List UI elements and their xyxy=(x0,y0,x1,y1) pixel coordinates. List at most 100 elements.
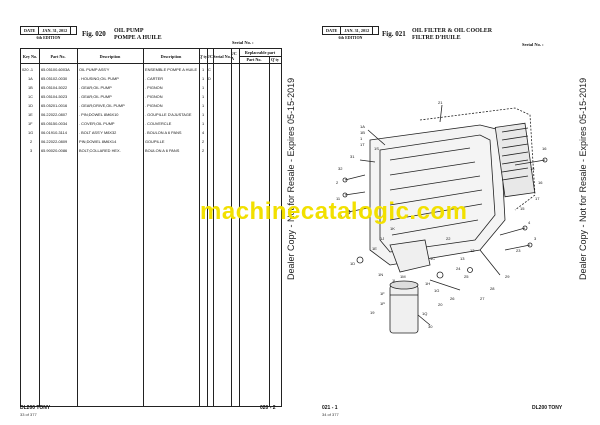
serial-label: Serial No. : xyxy=(232,40,254,45)
callout-label: 4 xyxy=(528,220,531,225)
cell-desc: . PIN;DOWEL 8M6X10 xyxy=(79,112,119,117)
edition-label: 6th EDITION xyxy=(338,35,363,40)
cell-qty: 2 xyxy=(202,148,205,153)
table-row: 1E 06.22022-0807 . PIN;DOWEL 8M6X10 . GO… xyxy=(21,111,281,118)
cell-part: 65.05102-0030 xyxy=(41,76,68,81)
table-row: 1G 06.01910-3114 . BOLT ASS'Y M8X32 . BO… xyxy=(21,129,281,136)
cell-desc: BOLT;COLLARED HEX. xyxy=(79,148,121,153)
figure-title: OIL FILTER & OIL COOLER FILTRE D'HUILE xyxy=(412,28,492,42)
dealer-notice-left: Dealer Copy - Not for Resale - Expires 0… xyxy=(286,77,296,280)
cell-key: 1D xyxy=(28,103,33,108)
date-box: DATE JAN. 31, 2012 6th EDITION xyxy=(20,26,77,40)
oil-filter-cooler-diagram: 1A 1B 1 1T 31 32 1S 2 11 14 21 1K 1J 1E … xyxy=(336,100,548,334)
callout-label: 1S xyxy=(374,146,379,151)
column-divider xyxy=(199,49,200,406)
callout-label: 25 xyxy=(464,274,469,279)
table-row: 1F 65.05150-0034 . COVER;OIL PUMP . COUV… xyxy=(21,120,281,127)
callout-label: 27 xyxy=(480,296,485,301)
column-divider xyxy=(239,49,240,406)
cell-part: 65.05104-5023 xyxy=(41,94,68,99)
cell-key: 1E xyxy=(28,112,33,117)
cell-part: 65.90020-0086 xyxy=(41,148,68,153)
cell-ic: C xyxy=(208,67,211,72)
callout-label: 14 xyxy=(338,214,343,219)
callout-label: 16 xyxy=(542,146,547,151)
callout-label: 1G xyxy=(434,288,439,293)
callout-label: 2 xyxy=(336,180,339,185)
column-divider xyxy=(207,49,208,406)
cell-qty: 1 xyxy=(202,67,205,72)
callout-label: 1L xyxy=(392,278,397,283)
header-key-no: Key No. xyxy=(22,53,38,59)
cell-key: 1G xyxy=(28,130,34,135)
callout-label: 24 xyxy=(456,266,461,271)
table-row: 3 65.90020-0086 BOLT;COLLARED HEX. BOULO… xyxy=(21,147,281,154)
cell-qty: 1 xyxy=(202,94,205,99)
cell-desc: . BOLT ASS'Y M8X32 xyxy=(79,130,117,135)
callout-label: 1J xyxy=(380,236,384,241)
cell-part: 06.22022-0807 xyxy=(41,112,68,117)
cell-qty: 1 xyxy=(202,121,205,126)
callout-label: 1C xyxy=(430,256,435,261)
figure-number: Fig. 020 xyxy=(82,30,106,38)
diagram-drawing xyxy=(342,104,548,334)
cell-desc-fr: GOUPILLE xyxy=(145,139,165,144)
callout-label: 1M xyxy=(400,274,406,279)
header-qty: Q'ty xyxy=(199,53,207,59)
column-divider xyxy=(143,49,144,406)
column-divider xyxy=(269,56,270,406)
footer-page-number: 021 - 1 xyxy=(322,405,338,411)
title-french: FILTRE D'HUILE xyxy=(412,35,461,41)
column-divider xyxy=(213,49,214,406)
table-row: 2 06.22022-0809 PIN;DOWEL 8M6X14 GOUPILL… xyxy=(21,138,281,145)
cell-part: 65.05100-6003A xyxy=(41,67,70,72)
cell-desc: . COVER;OIL PUMP xyxy=(79,121,115,126)
right-catalog-page: DATE JAN. 31, 2012 6th EDITION Fig. 021 … xyxy=(300,0,600,425)
header-replaceable: Replaceable part xyxy=(244,50,276,55)
cell-desc-fr: ENSEMBLE POMPE A HUILE xyxy=(145,67,198,72)
title-english: OIL FILTER & OIL COOLER xyxy=(412,28,493,34)
cell-desc-fr: . PIGNON xyxy=(145,103,163,108)
title-english: OIL PUMP xyxy=(114,28,144,34)
callout-label: 22 xyxy=(446,236,451,241)
cell-part: 65.05201-0016 xyxy=(41,103,68,108)
date-box: DATE JAN. 31, 2012 6th EDITION xyxy=(322,26,379,40)
callout-label: 1F xyxy=(380,291,385,296)
callout-label: 1H xyxy=(425,281,430,286)
diagram-callouts: 1A 1B 1 1T 31 32 1S 2 11 14 21 1K 1J 1E … xyxy=(336,100,547,329)
cell-desc: . GEAR;OIL PUMP xyxy=(79,94,112,99)
footer-page-number: 020 - 2 xyxy=(260,405,276,411)
cell-qty: 1 xyxy=(202,103,205,108)
cell-part: 65.05150-0034 xyxy=(41,121,68,126)
cell-key: 1B xyxy=(28,85,33,90)
footer-page-count: 34 of 377 xyxy=(322,412,339,417)
callout-label: 12 xyxy=(470,248,475,253)
cell-key: 020 -1 xyxy=(22,67,34,72)
table-row: 1C 65.05104-5023 . GEAR;OIL PUMP . PIGNO… xyxy=(21,93,281,100)
cell-desc-fr: . GOUPILLE D'AJUSTAGE xyxy=(145,112,192,117)
callout-label: 30 xyxy=(428,324,433,329)
callout-label: 13 xyxy=(460,256,465,261)
callout-label: 1T xyxy=(360,142,365,147)
cell-key: 2 xyxy=(30,139,33,144)
cell-qty: 1 xyxy=(202,76,205,81)
left-catalog-page: DATE JAN. 31, 2012 6th EDITION Fig. 020 … xyxy=(20,26,282,417)
header-rp-qty: Q'ty xyxy=(271,57,279,62)
callout-label: 11 xyxy=(336,196,341,201)
cell-desc-fr: BOULON A 6 PANS xyxy=(145,148,180,153)
cell-key: 1F xyxy=(28,121,33,126)
callout-label: 17 xyxy=(535,196,540,201)
header-description-fr: Description xyxy=(160,53,182,59)
cell-part: 65.05104-5022 xyxy=(41,85,68,90)
callout-label: 1N xyxy=(378,272,383,277)
callout-label: 28 xyxy=(490,286,495,291)
cell-key: 1A xyxy=(28,76,33,81)
cell-desc: . HOUSING;OIL PUMP xyxy=(79,76,119,81)
callout-label: 15 xyxy=(520,206,525,211)
cell-qty: 1 xyxy=(202,112,205,117)
date-label: DATE xyxy=(21,27,40,34)
cell-desc-fr: . COUVERCLE xyxy=(145,121,172,126)
callout-label: 1 xyxy=(360,136,363,141)
callout-label: 1A xyxy=(360,124,365,129)
header-serial: Serial No. xyxy=(213,53,231,59)
